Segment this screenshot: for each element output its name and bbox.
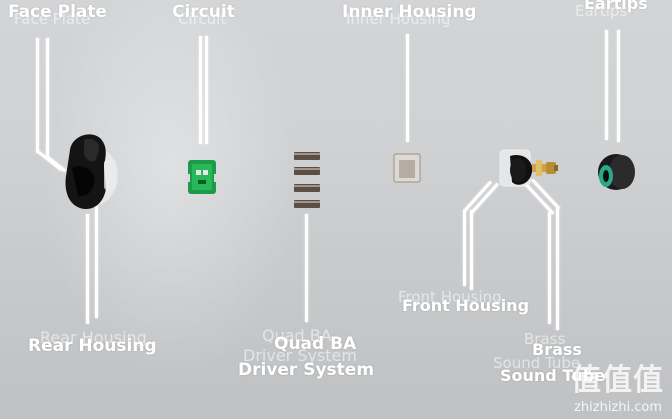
quad-ba-drivers-icon	[294, 152, 320, 208]
rear-housing-label-ghost: Rear Housing	[40, 328, 147, 347]
leader-brass-a	[548, 212, 551, 324]
circuit-label-ghost: Circuit	[178, 10, 227, 28]
driver-system-label: Driver System	[238, 360, 375, 380]
leader-brass-b	[556, 208, 559, 330]
leader-eartips-b	[617, 30, 620, 142]
face-plate-label: Face Plate	[8, 2, 108, 22]
front-housing-label: Front Housing	[402, 296, 530, 315]
leader-face-plate-a	[36, 38, 39, 153]
inner-housing-label: Inner Housing	[342, 2, 477, 22]
leader-front-housing-a	[463, 210, 466, 286]
driver-system-label-ghost: Driver System	[243, 346, 357, 365]
leader-inner-housing	[406, 34, 409, 142]
rear-housing-label: Rear Housing	[28, 336, 157, 356]
leader-rear-housing-b	[95, 206, 98, 318]
sound-tube-label-ghost: Sound Tube	[493, 354, 581, 372]
watermark-logo: 值值值	[571, 363, 664, 398]
leader-face-plate-b	[46, 38, 49, 158]
inner-housing-label-ghost: Inner Housing	[346, 10, 451, 28]
brass-tube-icon	[532, 160, 558, 176]
brass-label-ghost: Brass	[524, 330, 566, 348]
eartips-label-ghost: Eartips	[575, 2, 628, 20]
leader-circuit-a	[199, 36, 202, 144]
front-housing-label-ghost: Front Housing	[398, 288, 502, 306]
inner-housing-icon	[393, 153, 421, 183]
leader-quad-ba	[305, 214, 308, 322]
brass-label: Brass	[532, 340, 582, 359]
eartips-label: Eartips	[584, 0, 648, 13]
earphone-shell-icon	[65, 134, 118, 210]
quad-ba-label: Quad BA	[274, 334, 357, 354]
front-housing-icon	[499, 149, 533, 187]
face-plate-label-ghost: Face Plate	[14, 10, 91, 28]
leader-front-housing-b	[470, 210, 473, 290]
leader-circuit-b	[205, 36, 208, 144]
watermark-url: zhizhizhi.com	[574, 400, 662, 415]
eartip-icon	[598, 154, 635, 190]
sound-tube-label: Sound Tube	[500, 366, 606, 385]
circuit-label: Circuit	[172, 2, 235, 22]
leader-eartips-a	[605, 30, 608, 140]
leader-rear-housing-a	[86, 214, 89, 324]
quad-ba-label-ghost: Quad BA	[262, 326, 332, 345]
circuit-board-icon	[186, 160, 218, 194]
